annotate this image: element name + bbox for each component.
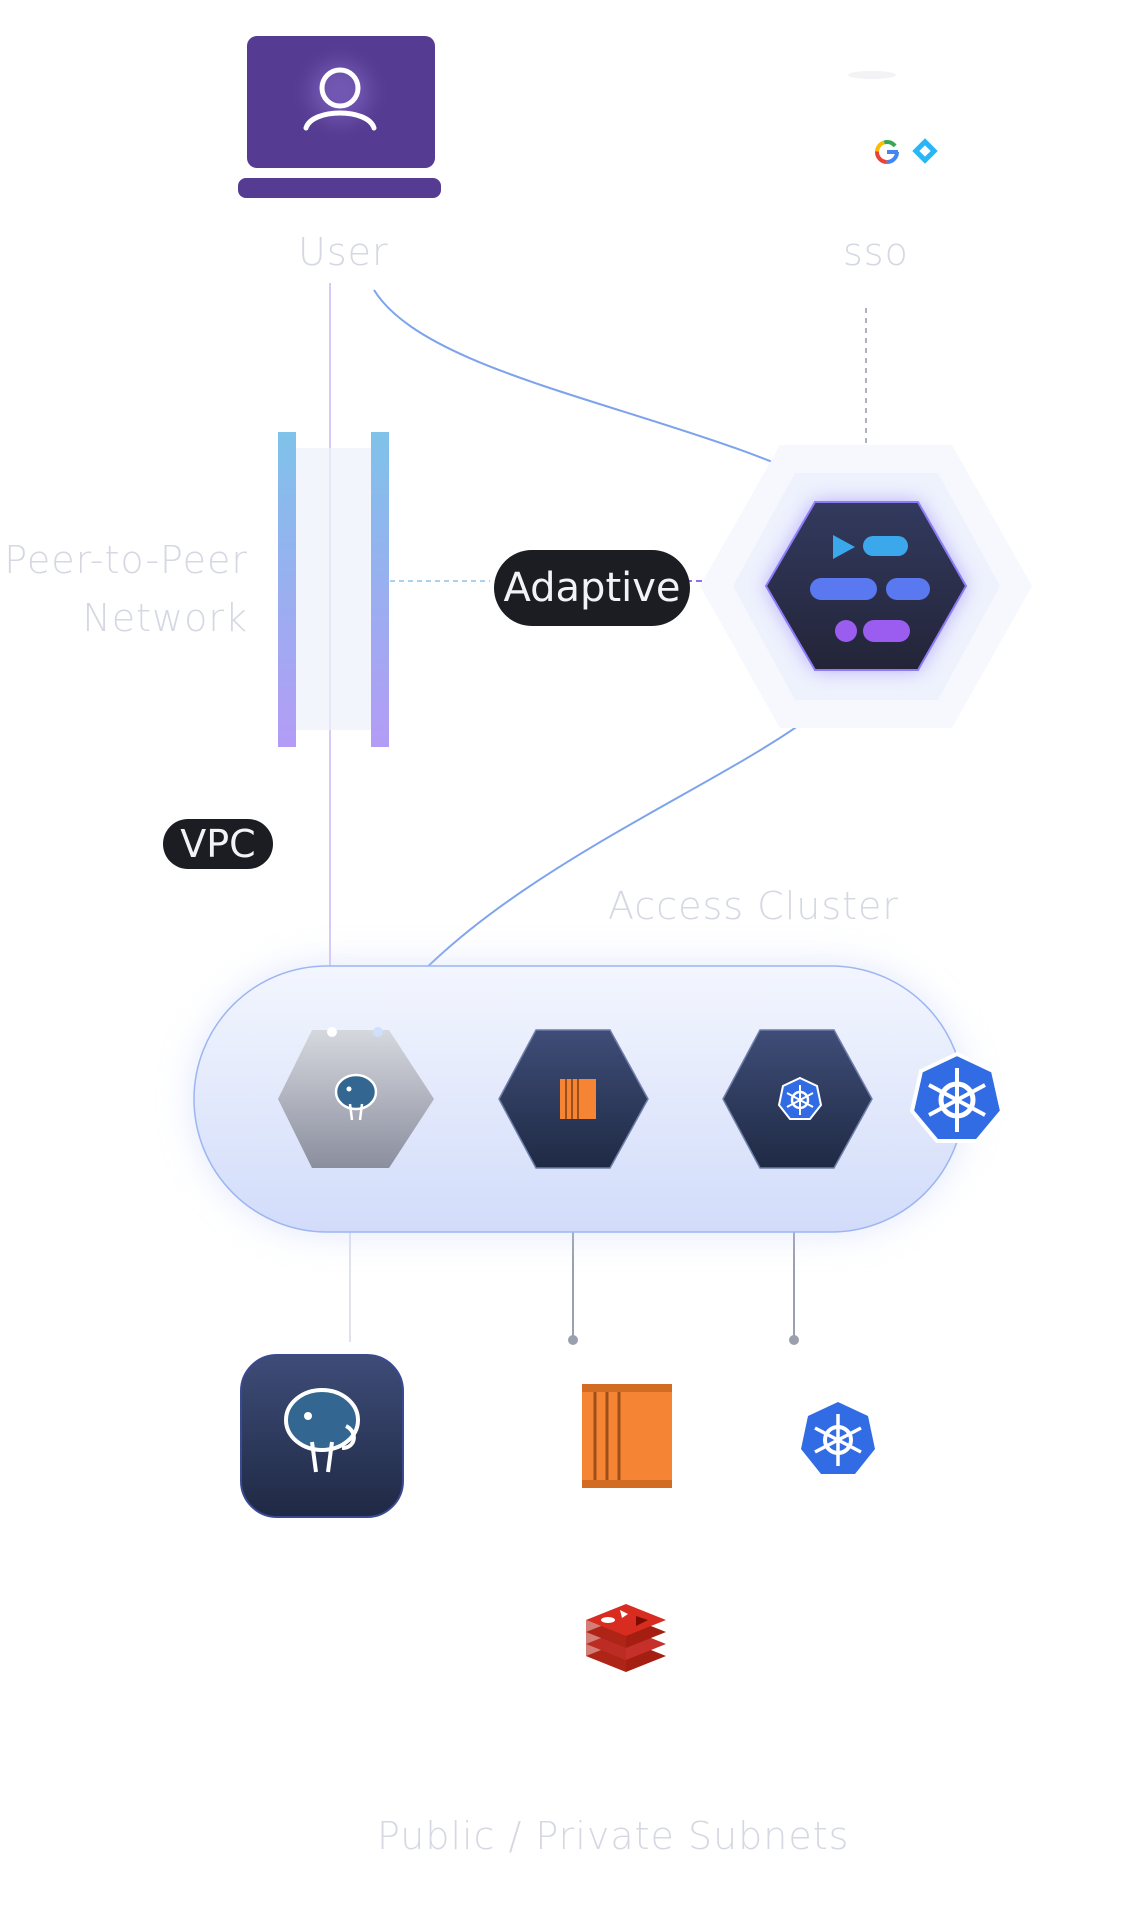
postgres-icon [284, 1388, 360, 1473]
p2p-label-line1: Peer-to-Peer [4, 538, 248, 582]
laptop-base [238, 178, 441, 198]
user-label: User [298, 230, 389, 274]
subnet-resource-postgres[interactable] [240, 1354, 404, 1518]
redis-icon [586, 1604, 666, 1672]
access-cluster-label: Access Cluster [608, 884, 900, 928]
subnet-resource-kubernetes[interactable] [801, 1402, 875, 1474]
adaptive-logo-marks [810, 535, 930, 642]
agent-connector-dot [373, 1027, 383, 1037]
user-icon [303, 62, 377, 131]
kubernetes-icon [909, 1051, 1005, 1143]
cluster-agent-ec2[interactable] [498, 1029, 649, 1169]
user-to-adaptive-line [373, 289, 841, 493]
p2p-bar-left [278, 432, 296, 747]
sso-provider-placeholder [848, 71, 896, 79]
subnets-label: Public / Private Subnets [377, 1814, 850, 1858]
k8s-connector-dot [789, 1335, 799, 1345]
peer-to-peer-network [278, 432, 389, 747]
cluster-agent-kubernetes-extra[interactable] [909, 1051, 1005, 1143]
kubernetes-icon [777, 1076, 823, 1120]
sso-node[interactable] [848, 71, 938, 164]
subnet-resource-redis[interactable] [586, 1604, 666, 1672]
okta-icon [912, 138, 938, 164]
adaptive-node[interactable] [700, 445, 1032, 728]
agent-connector-dot [327, 1027, 337, 1037]
adaptive-pill[interactable]: Adaptive [494, 550, 690, 626]
kubernetes-icon [801, 1402, 875, 1474]
sso-label: sso [843, 230, 909, 274]
user-node[interactable] [238, 36, 441, 198]
p2p-label-line2: Network [82, 596, 248, 640]
google-icon [875, 140, 899, 164]
cluster-agent-postgres[interactable] [278, 1027, 434, 1168]
postgres-icon [334, 1073, 378, 1121]
p2p-bar-right [371, 432, 389, 747]
aws-ec2-icon [560, 1079, 596, 1119]
p2p-channel [296, 448, 372, 730]
ec2-connector-dot [568, 1335, 578, 1345]
aws-ec2-icon [582, 1384, 672, 1488]
vpc-pill: VPC [163, 819, 273, 869]
cluster-agent-kubernetes[interactable] [722, 1029, 873, 1169]
subnet-resource-ec2[interactable] [582, 1384, 672, 1488]
